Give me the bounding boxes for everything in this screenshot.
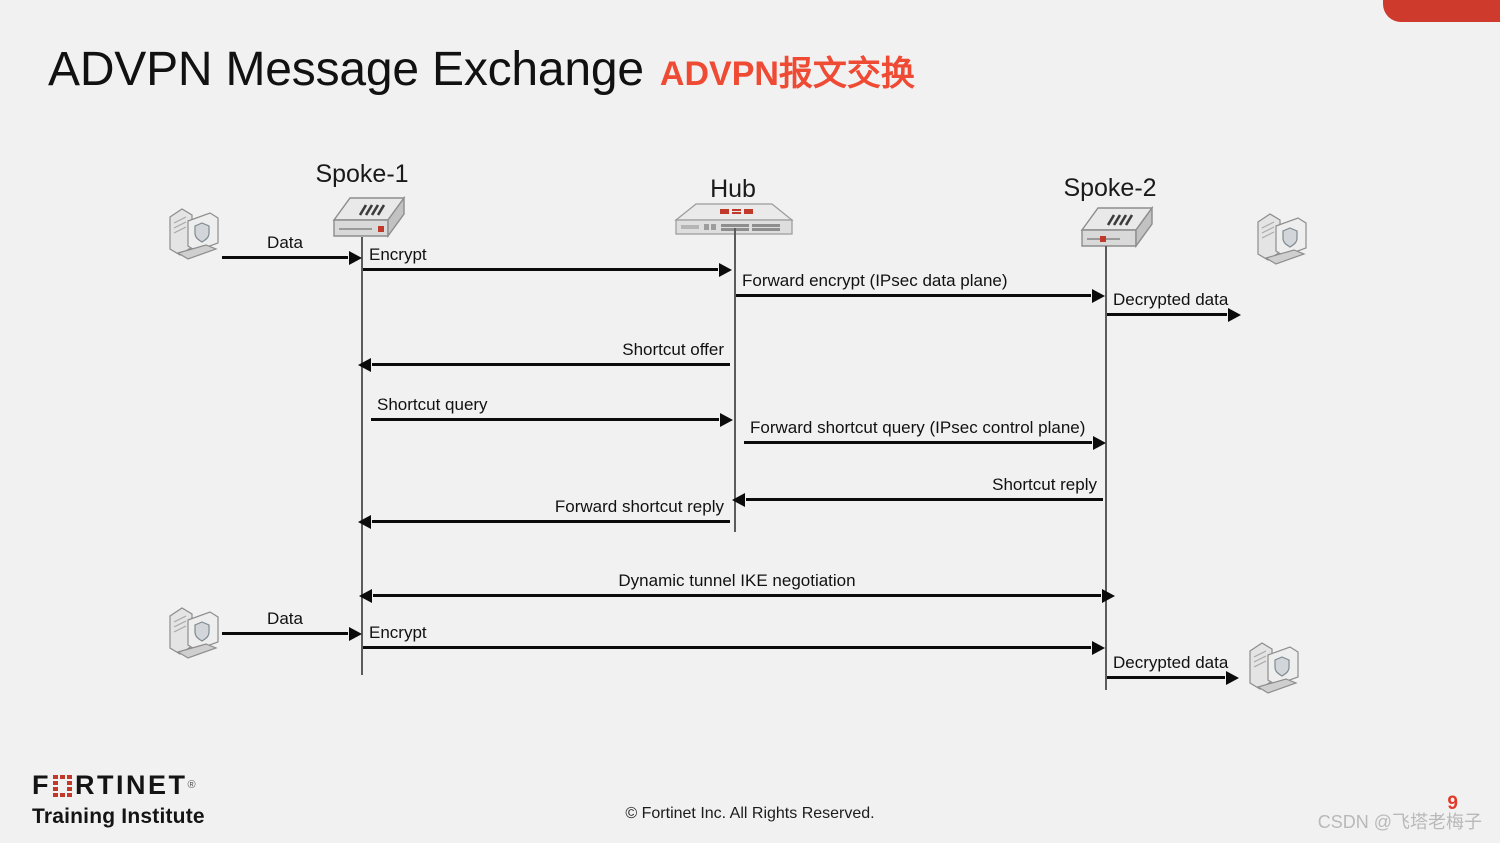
message-arrow-decrypted-data-top: Decrypted data — [1107, 291, 1228, 316]
message-arrow-shortcut-reply: Shortcut reply — [746, 476, 1103, 501]
rackmount-firewall-icon-hub — [668, 198, 800, 245]
lifeline-hub — [734, 228, 736, 532]
message-label-data-bottom: Data — [267, 609, 303, 628]
title-english: ADVPN Message Exchange — [48, 43, 644, 96]
page-number: 9 — [1447, 793, 1458, 814]
csdn-watermark: CSDN @飞塔老梅子 — [1317, 812, 1482, 832]
copyright-notice: © Fortinet Inc. All Rights Reserved. — [625, 805, 875, 822]
message-arrow-data-bottom: Data — [222, 610, 348, 635]
title-chinese: ADVPN报文交换 — [659, 55, 915, 93]
fortinet-logo: F RTINET ® Training Institute — [32, 769, 292, 829]
message-arrow-shortcut-query: Shortcut query — [371, 396, 719, 421]
message-arrow-data-top: Data — [222, 234, 348, 259]
message-label-forward-shortcut-query: Forward shortcut query (IPsec control pl… — [750, 418, 1086, 437]
message-arrow-decrypted-data-bottom: Decrypted data — [1107, 654, 1228, 679]
message-label-encrypt-top: Encrypt — [369, 245, 427, 264]
message-arrow-shortcut-offer: Shortcut offer — [372, 341, 730, 366]
message-label-encrypt-bottom: Encrypt — [369, 623, 427, 642]
fortinet-logo-f: F — [32, 769, 51, 800]
fortinet-logo-subtitle: Training Institute — [32, 805, 205, 828]
message-label-data-top: Data — [267, 233, 303, 252]
message-label-forward-encrypt: Forward encrypt (IPsec data plane) — [742, 271, 1008, 290]
message-arrow-forward-shortcut-query: Forward shortcut query (IPsec control pl… — [744, 419, 1092, 444]
desktop-pc-icon-left-top — [166, 203, 222, 270]
lifeline-spoke2 — [1105, 246, 1107, 690]
message-arrow-encrypt-bottom: Encrypt — [363, 624, 1091, 649]
message-label-ike-negotiation: Dynamic tunnel IKE negotiation — [618, 571, 856, 590]
message-label-forward-shortcut-reply: Forward shortcut reply — [554, 497, 724, 516]
fortinet-wordmark: F RTINET ® — [32, 769, 292, 800]
message-label-shortcut-reply: Shortcut reply — [992, 475, 1097, 494]
page-title: ADVPN Message Exchange ADVPN报文交换 — [48, 42, 915, 97]
desktop-pc-icon-right-bottom — [1246, 637, 1302, 704]
message-label-decrypted-data-top: Decrypted data — [1113, 290, 1229, 309]
fortinet-logo-dot-o-icon — [53, 775, 72, 797]
firewall-appliance-icon-spoke1 — [316, 190, 408, 253]
message-arrow-encrypt-top: Encrypt — [363, 246, 718, 271]
message-arrow-ike-negotiation: Dynamic tunnel IKE negotiation — [373, 572, 1101, 597]
desktop-pc-icon-right-top — [1254, 208, 1310, 275]
message-label-shortcut-query: Shortcut query — [377, 395, 488, 414]
registered-trademark-icon: ® — [187, 779, 196, 791]
node-label-spoke1: Spoke-1 — [315, 160, 409, 188]
message-arrow-forward-shortcut-reply: Forward shortcut reply — [372, 498, 730, 523]
node-label-hub: Hub — [710, 175, 756, 203]
node-label-spoke2: Spoke-2 — [1063, 174, 1157, 202]
message-arrow-forward-encrypt: Forward encrypt (IPsec data plane) — [736, 272, 1091, 297]
decorative-red-tab — [1383, 0, 1500, 22]
lifeline-spoke1 — [361, 237, 363, 675]
firewall-appliance-icon-spoke2 — [1064, 200, 1156, 263]
message-label-decrypted-data-bottom: Decrypted data — [1113, 653, 1229, 672]
fortinet-logo-rtinet: RTINET — [75, 769, 188, 800]
message-label-shortcut-offer: Shortcut offer — [622, 340, 724, 359]
desktop-pc-icon-left-bottom — [166, 602, 222, 669]
